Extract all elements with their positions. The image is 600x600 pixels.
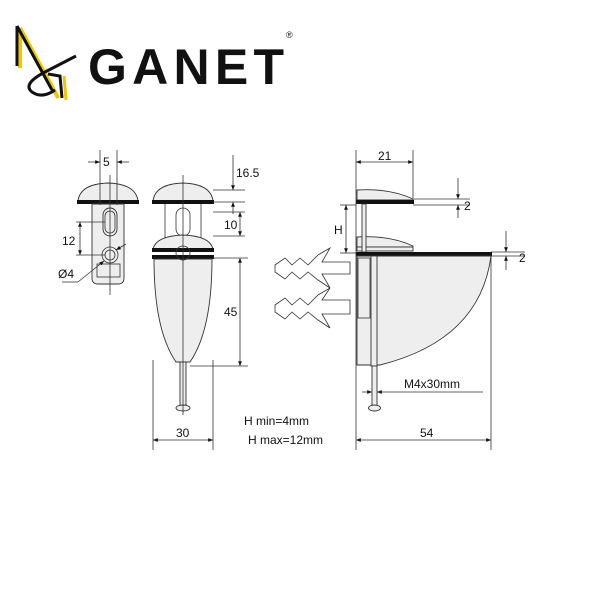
- dim-slot-width: 5: [103, 155, 110, 169]
- dim-glass-bottom: 2: [519, 251, 526, 265]
- dim-total-depth: 54: [420, 426, 434, 440]
- dim-top-depth: 21: [378, 149, 392, 163]
- brand-name: GANET: [88, 39, 284, 95]
- section-view: 21 2 H 2 M4x30mm 54: [274, 149, 526, 450]
- dim-gap-h: H: [334, 223, 343, 237]
- dim-body-height: 45: [224, 305, 238, 319]
- dim-cap-height: 16.5: [236, 166, 260, 180]
- note-h-max: H max=12mm: [248, 433, 323, 447]
- dim-hole-spacing: 12: [62, 234, 76, 248]
- wall-plug-icon: [274, 246, 351, 329]
- dim-slot-height: 10: [224, 218, 238, 232]
- dim-body-width: 30: [176, 426, 190, 440]
- registered-mark: ®: [286, 30, 293, 40]
- ganet-logo: GANET ®: [15, 25, 293, 101]
- note-h-min: H min=4mm: [244, 414, 309, 428]
- dim-hole-diameter: Ø4: [58, 267, 74, 281]
- logo-emblem-icon: [15, 25, 77, 101]
- front-view: 16.5 10 45 30: [152, 155, 260, 450]
- dim-screw: M4x30mm: [404, 377, 460, 391]
- dim-glass-top: 2: [464, 199, 471, 213]
- side-view: 5 12 Ø4: [58, 150, 139, 295]
